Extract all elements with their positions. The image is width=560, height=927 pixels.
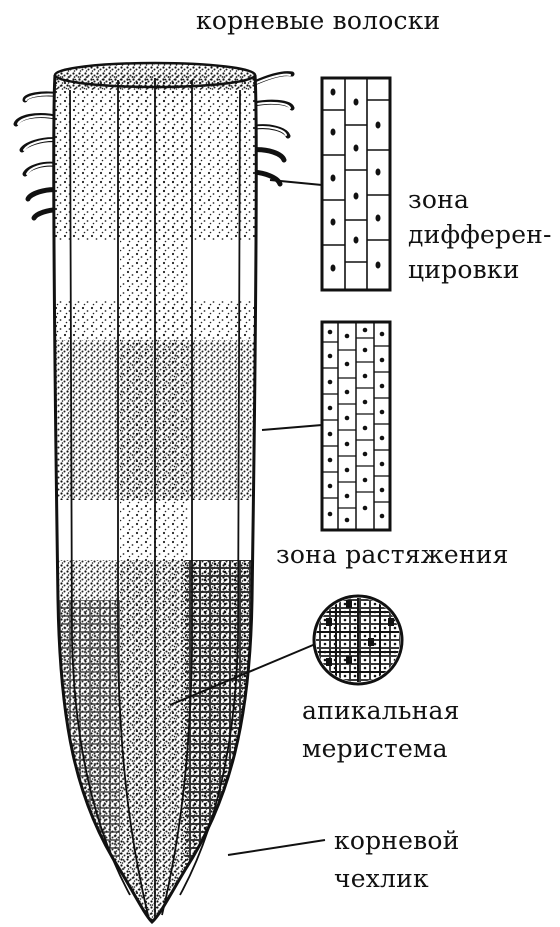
label-differentiation-line-2: дифферен-: [408, 217, 552, 252]
meristem-cells-inset: [314, 596, 402, 684]
label-meristem-line-2: меристема: [302, 730, 460, 768]
label-elongation-zone: зона растяжения: [276, 540, 509, 570]
label-differentiation-zone: зона дифферен- цировки: [408, 182, 552, 287]
label-root-cap-line-2: чехлик: [334, 860, 460, 898]
label-differentiation-line-3: цировки: [408, 252, 552, 287]
differentiation-cells-inset: [322, 78, 390, 290]
label-differentiation-line-1: зона: [408, 182, 552, 217]
label-root-cap: корневой чехлик: [334, 822, 460, 897]
elongation-cells-inset: [322, 322, 390, 530]
label-apical-meristem: апикальная меристема: [302, 692, 460, 767]
label-root-hairs: корневые волоски: [196, 6, 440, 36]
label-meristem-line-1: апикальная: [302, 692, 460, 730]
label-root-cap-line-1: корневой: [334, 822, 460, 860]
